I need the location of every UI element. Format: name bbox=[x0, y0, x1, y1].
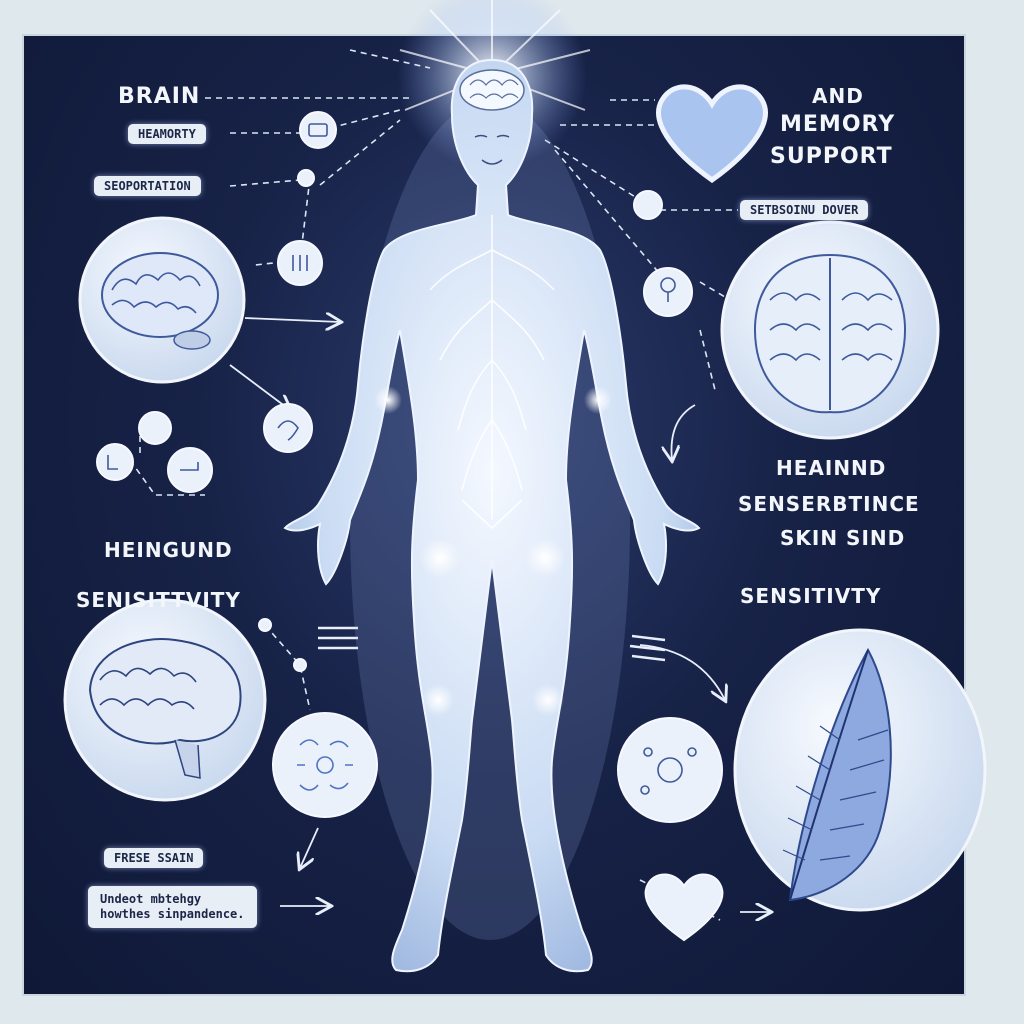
tag-undeot-line1: Undeot mbtehgy bbox=[100, 892, 202, 906]
tag-heamorty: HEAMORTY bbox=[128, 124, 206, 144]
menu-lines bbox=[318, 626, 666, 662]
glow-dots bbox=[374, 386, 612, 716]
label-brain: BRAIN bbox=[118, 84, 201, 109]
heart-icon bbox=[656, 84, 768, 184]
small-icon-circles bbox=[96, 111, 723, 823]
tag-frese-ssain: FRESE SSAIN bbox=[104, 848, 204, 868]
tag-setbsoinu-dover: SETBSOINU DOVER bbox=[740, 200, 869, 220]
face bbox=[474, 134, 510, 165]
label-sensitivity-left: SENISITTVITY bbox=[76, 588, 241, 612]
arrows bbox=[229, 318, 770, 912]
label-and: AND bbox=[812, 84, 864, 108]
tag-undeot-line2: howthes sinpandence. bbox=[100, 907, 245, 921]
feather-icon bbox=[782, 647, 892, 902]
label-senserbtince: SENSERBTINCE bbox=[738, 492, 920, 516]
tag-undeot: Undeot mbtehgy howthes sinpandence. bbox=[88, 886, 257, 928]
feather-circle bbox=[733, 628, 987, 912]
small-icon-glyphs bbox=[107, 123, 697, 795]
brain-circle-top-right bbox=[720, 220, 940, 440]
brain-circle-top-left bbox=[78, 216, 246, 384]
brain-circle-bottom-left bbox=[63, 598, 267, 802]
label-sensitivity-right: SENSITIVTY bbox=[740, 584, 882, 608]
label-heaind: HEAINND bbox=[776, 456, 887, 480]
human-body-figure bbox=[283, 58, 701, 973]
label-skin-sind: SKIN SIND bbox=[780, 526, 906, 550]
nerve-network bbox=[429, 215, 555, 520]
label-memory: MEMORY bbox=[780, 112, 896, 137]
heart-small-icon bbox=[644, 873, 724, 942]
label-heingund: HEINGUND bbox=[104, 538, 233, 562]
tag-seoportation: SEOPORTATION bbox=[94, 176, 201, 196]
label-support: SUPPORT bbox=[770, 144, 893, 169]
cell-icon bbox=[297, 739, 353, 791]
head-brain-icon bbox=[459, 69, 525, 111]
